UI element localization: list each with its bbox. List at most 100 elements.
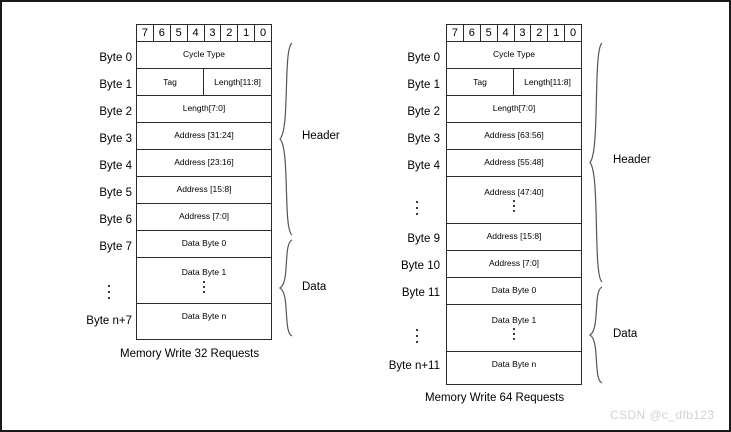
field-label: Address [7:0] [488, 258, 540, 269]
diagram-memory-write-32: Byte 0 Byte 1 Byte 2 Byte 3 Byte 4 Byte … [62, 24, 362, 364]
byte-label: Byte 9 [407, 233, 440, 245]
field-row-continued: Address [47:40] [447, 177, 581, 224]
bit-cell-6: 6 [464, 25, 481, 41]
field-label: Data Byte n [181, 311, 227, 322]
field-label: Data Byte n [491, 359, 537, 370]
byte-label: Byte 3 [99, 133, 132, 145]
bit-cell-1: 1 [548, 25, 566, 41]
field-label: Data Byte 1 [491, 314, 537, 325]
diagram-memory-write-64: Byte 0 Byte 1 Byte 2 Byte 3 Byte 4 Byte … [370, 24, 690, 404]
data-brace-label-32: Data [302, 281, 327, 293]
field-label: Address [63:56] [484, 130, 544, 141]
bit-number-header-row: 7 6 5 4 3 2 1 0 [137, 25, 271, 42]
bit-cell-2: 2 [531, 25, 549, 41]
byte-label: Byte 7 [99, 241, 132, 253]
field-label: Data Byte 0 [491, 285, 537, 296]
field-label: Address [7:0] [178, 211, 230, 222]
field-label: Length[7:0] [182, 103, 226, 114]
byte-label: Byte 10 [401, 260, 440, 272]
header-brace-32 [278, 41, 296, 237]
byte-label: Byte 4 [99, 160, 132, 172]
field-row: Address [31:24] [137, 123, 271, 150]
bit-cell-2: 2 [221, 25, 239, 41]
field-row: Cycle Type [447, 42, 581, 69]
field-label-tag: Tag [447, 69, 514, 95]
field-row: Tag Length[11:8] [137, 69, 271, 96]
byte-label: Byte 0 [99, 52, 132, 64]
field-row: Address [15:8] [137, 177, 271, 204]
watermark: CSDN @c_dfb123 [610, 408, 715, 422]
bit-cell-7: 7 [137, 25, 154, 41]
byte-label: Byte 11 [401, 287, 440, 299]
field-row: Data Byte 0 [447, 278, 581, 305]
field-label: Length[7:0] [492, 103, 536, 114]
byte-label: Byte n+11 [388, 360, 440, 372]
bit-cell-0: 0 [570, 27, 577, 39]
field-label: Cycle Type [493, 49, 535, 60]
field-row: Data Byte 0 [137, 231, 271, 258]
byte-label: Byte 0 [407, 52, 440, 64]
byte-label-ellipsis [416, 314, 418, 358]
bit-cell-5: 5 [481, 25, 498, 41]
byte-label: Byte 3 [407, 133, 440, 145]
header-brace-label-64: Header [613, 154, 651, 166]
field-ellipsis [203, 280, 205, 293]
field-row: Data Byte n [137, 304, 271, 330]
field-label: Address [15:8] [176, 184, 232, 195]
byte-label: Byte 2 [99, 106, 132, 118]
packet-table-32: 7 6 5 4 3 2 1 0 Cycle Type Tag Length[11… [136, 24, 272, 340]
field-row: Address [63:56] [447, 123, 581, 150]
field-label-tag: Tag [137, 69, 204, 95]
field-label: Data Byte 1 [181, 267, 227, 278]
field-row-continued: Data Byte 1 [447, 305, 581, 352]
header-brace-label-32: Header [302, 130, 340, 142]
field-label: Data Byte 0 [181, 238, 227, 249]
bit-number-header-row: 7 6 5 4 3 2 1 0 [447, 25, 581, 42]
field-label: Address [23:16] [174, 157, 234, 168]
bit-cell-4: 4 [498, 25, 515, 41]
bit-cell-1: 1 [238, 25, 256, 41]
bit-cell-6: 6 [154, 25, 171, 41]
bit-cell-3: 3 [205, 25, 222, 41]
field-row: Data Byte n [447, 352, 581, 378]
field-row: Address [55:48] [447, 150, 581, 177]
field-row: Tag Length[11:8] [447, 69, 581, 96]
field-ellipsis [513, 328, 515, 341]
byte-label: Byte 1 [99, 79, 132, 91]
byte-label-ellipsis [108, 269, 110, 314]
field-row: Length[7:0] [137, 96, 271, 123]
byte-label: Byte 4 [407, 160, 440, 172]
data-brace-32 [278, 238, 296, 338]
field-row: Address [15:8] [447, 224, 581, 251]
field-label: Cycle Type [183, 49, 225, 60]
bit-cell-0: 0 [260, 27, 267, 39]
caption-memory-write-32: Memory Write 32 Requests [120, 348, 260, 360]
field-label: Address [47:40] [484, 186, 544, 197]
byte-label: Byte 2 [407, 106, 440, 118]
packet-table-64: 7 6 5 4 3 2 1 0 Cycle Type Tag Length[11… [446, 24, 582, 385]
data-brace-label-64: Data [613, 328, 638, 340]
byte-label: Byte 6 [99, 214, 132, 226]
field-label: Address [15:8] [486, 231, 542, 242]
caption-memory-write-64: Memory Write 64 Requests [425, 392, 565, 404]
field-row: Cycle Type [137, 42, 271, 69]
header-brace-64 [588, 41, 606, 284]
byte-label-ellipsis [416, 186, 418, 230]
field-row: Address [7:0] [137, 204, 271, 231]
field-label-length-high: Length[11:8] [524, 77, 571, 87]
field-ellipsis [513, 200, 515, 213]
field-row: Address [7:0] [447, 251, 581, 278]
field-row: Address [23:16] [137, 150, 271, 177]
bit-cell-5: 5 [171, 25, 188, 41]
byte-label: Byte 1 [407, 79, 440, 91]
byte-label: Byte n+7 [86, 315, 132, 327]
bit-cell-3: 3 [515, 25, 532, 41]
bit-cell-7: 7 [447, 25, 464, 41]
field-label-length-high: Length[11:8] [214, 77, 261, 87]
field-label: Address [31:24] [174, 130, 234, 141]
field-label: Address [55:48] [484, 157, 544, 168]
field-row-continued: Data Byte 1 [137, 258, 271, 304]
bit-cell-4: 4 [188, 25, 205, 41]
data-brace-64 [588, 285, 606, 385]
